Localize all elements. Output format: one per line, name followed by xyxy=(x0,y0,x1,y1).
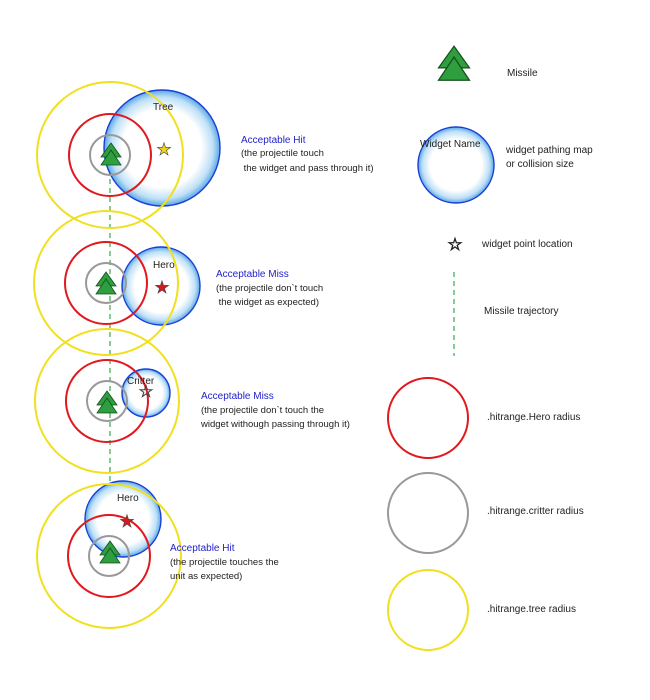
scenario-desc-line: (the projectile touches the xyxy=(170,557,279,568)
widget-label: Tree xyxy=(153,102,174,113)
legend-critter-radius-label: .hitrange.critter radius xyxy=(487,506,584,517)
star-icon: ★ xyxy=(154,278,169,297)
star-icon: ☆ xyxy=(138,382,153,401)
critter-radius-circle xyxy=(86,380,128,422)
legend-star-icon: ☆ xyxy=(447,235,462,254)
hero-radius-circle xyxy=(65,359,149,443)
legend-missile-label: Missile xyxy=(507,68,538,79)
legend-missile-icon xyxy=(437,45,471,81)
tree-radius-circle xyxy=(36,81,184,229)
hero-radius-circle xyxy=(64,241,148,325)
hero-radius-circle xyxy=(67,514,151,598)
scenario-desc-line: (the projectile don`t touch the xyxy=(201,405,324,416)
scenario-desc-line: (the projectile don`t touch xyxy=(216,283,323,294)
scenario-desc-line: (the projectile touch xyxy=(241,148,324,159)
scenario-title: Acceptable Hit xyxy=(170,543,235,554)
widget-collision-circle xyxy=(121,368,171,418)
scenario-4: ★ Hero Acceptable Hit (the projectile to… xyxy=(36,480,279,629)
tree-radius-circle xyxy=(34,328,180,474)
legend-tree-radius-circle xyxy=(387,569,469,651)
widget-collision-circle xyxy=(121,246,201,326)
legend-tree-radius-label: .hitrange.tree radius xyxy=(487,604,576,615)
missile-icon xyxy=(96,390,118,414)
critter-radius-circle xyxy=(85,262,127,304)
tree-radius-circle xyxy=(33,210,179,356)
legend-point-label: widget point location xyxy=(481,239,573,250)
legend-critter-radius-circle xyxy=(387,472,469,554)
scenario-desc-line: the widget and pass through it) xyxy=(241,163,374,174)
scenario-desc-line: widget withough passing through it) xyxy=(200,419,350,430)
scenario-3: ☆ Critter Acceptable Miss (the projectil… xyxy=(34,328,350,474)
critter-radius-circle xyxy=(89,134,131,176)
widget-label: Hero xyxy=(153,260,175,271)
widget-label: Critter xyxy=(127,376,155,387)
missile-icon xyxy=(95,271,117,295)
scenario-title: Acceptable Miss xyxy=(216,269,289,280)
scenario-desc-line: unit as expected) xyxy=(170,571,242,582)
widget-label: Hero xyxy=(117,493,139,504)
legend-hero-radius-circle xyxy=(387,377,469,459)
scenario-desc-line: the widget as expected) xyxy=(216,297,319,308)
legend-widget-name: Widget Name xyxy=(420,139,481,150)
star-icon: ★ xyxy=(119,512,134,531)
scenario-title: Acceptable Miss xyxy=(201,391,274,402)
widget-collision-circle xyxy=(84,480,162,558)
legend-trajectory-label: Missile trajectory xyxy=(484,306,558,317)
legend-widget-circle xyxy=(417,126,495,204)
legend-widget-desc-line2: or collision size xyxy=(506,159,574,170)
scenario-title: Acceptable Hit xyxy=(241,135,306,146)
legend: Missile Widget Name widget pathing map o… xyxy=(387,45,593,651)
legend-widget-desc-line1: widget pathing map xyxy=(505,145,593,156)
hero-radius-circle xyxy=(68,113,152,197)
scenario-2: ★ Hero Acceptable Miss (the projectile d… xyxy=(33,210,323,356)
legend-hero-radius-label: .hitrange.Hero radius xyxy=(487,412,580,423)
star-icon: ★ xyxy=(156,140,171,159)
critter-radius-circle xyxy=(88,535,130,577)
scenario-1: ★ Tree Acceptable Hit (the projectile to… xyxy=(36,81,374,229)
tree-radius-circle xyxy=(36,483,182,629)
